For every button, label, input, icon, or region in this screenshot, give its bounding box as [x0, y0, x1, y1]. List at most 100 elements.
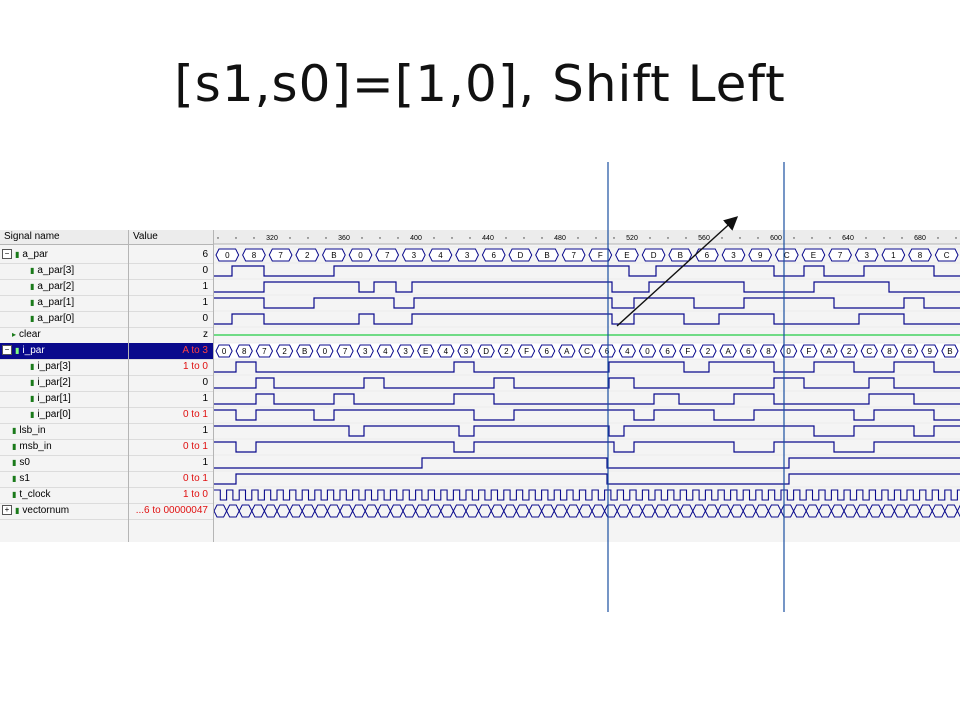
signal-row-s1[interactable]: ▮s1 — [0, 471, 128, 488]
a-par-bus-value: E — [811, 251, 816, 260]
a-par-bus-value: 7 — [385, 251, 390, 260]
signal-row-i_par-3[interactable]: ▮i_par[3] — [0, 359, 128, 376]
a-par-bus-value: B — [544, 251, 549, 260]
signal-name: i_par — [22, 345, 45, 356]
i-par-bus-segment — [255, 344, 274, 358]
signal-name: a_par[2] — [37, 281, 75, 292]
time-dot — [379, 237, 381, 239]
a-par-bus-segment — [561, 248, 586, 262]
i-par-bus-value: D — [483, 347, 489, 356]
signal-row-a_par-1[interactable]: ▮a_par[1] — [0, 295, 128, 312]
signal-icon: ▮ — [15, 250, 20, 259]
a-par-bus-segment — [934, 248, 959, 262]
signal-value-row: 1 — [129, 455, 213, 472]
i-par-bus-segment — [900, 344, 919, 358]
time-dot — [577, 237, 579, 239]
a-par-bus-segment — [215, 248, 240, 262]
signal-row-a_par-3[interactable]: ▮a_par[3] — [0, 263, 128, 280]
time-tick-label: 320 — [266, 235, 278, 242]
a-par-bus-segment — [615, 248, 639, 262]
value-header[interactable]: Value — [129, 230, 213, 245]
i-par-bus-segment — [517, 344, 536, 358]
collapse-icon[interactable]: − — [2, 249, 12, 260]
signal-row-msb_in[interactable]: ▮msb_in — [0, 439, 128, 456]
signal-row-vectornum[interactable]: +▮vectornum — [0, 503, 128, 520]
time-dot — [469, 237, 471, 239]
signal-name: i_par[1] — [37, 393, 71, 404]
signal-name: lsb_in — [19, 425, 46, 436]
collapse-icon[interactable]: − — [2, 345, 12, 356]
a-par-bus-segment — [295, 248, 320, 262]
waveform-divider[interactable] — [213, 230, 214, 542]
signal-row-a_par-2[interactable]: ▮a_par[2] — [0, 279, 128, 296]
a-par-bus-value: B — [678, 251, 683, 260]
i-par-1-wave — [214, 393, 960, 405]
a-par-bus-value: D — [518, 251, 524, 260]
signal-name: i_par[0] — [37, 409, 71, 420]
i-par-bus-value: 2 — [282, 347, 287, 356]
time-dot — [901, 237, 903, 239]
i-par-bus-segment — [296, 344, 314, 358]
a-par-bus-segment — [881, 248, 906, 262]
signal-value-row: 0 to 1 — [129, 439, 213, 456]
signal-value-row: 0 — [129, 263, 213, 280]
signal-value: ...6 to 00000047 — [135, 505, 208, 516]
time-tick-label: 480 — [554, 235, 566, 242]
signal-value: 0 to 1 — [182, 409, 208, 420]
signal-icon: ▮ — [15, 506, 20, 515]
i-par-bus-value: 2 — [504, 347, 509, 356]
time-dot — [451, 237, 453, 239]
time-dot — [739, 237, 741, 239]
i-par-bus-segment — [497, 344, 515, 358]
i-par-bus-segment — [739, 344, 757, 358]
signal-value-row: 0 — [129, 375, 213, 392]
i-par-bus-value: 6 — [746, 347, 751, 356]
i-par-bus-segment — [396, 344, 415, 358]
column-divider[interactable] — [128, 230, 129, 542]
signal-name: msb_in — [19, 441, 52, 452]
time-tick-label: 600 — [770, 235, 782, 242]
signal-name: i_par[3] — [37, 361, 71, 372]
signal-value-row: 1 — [129, 295, 213, 312]
slide-title: [s1,s0]=[1,0], Shift Left — [174, 55, 786, 113]
signal-icon: ▮ — [30, 314, 35, 323]
signal-row-a_par[interactable]: −▮a_par — [0, 247, 128, 264]
i-par-bus-value: 0 — [645, 347, 650, 356]
a-par-bus-value: F — [598, 251, 603, 260]
expand-icon[interactable]: + — [2, 505, 12, 516]
a-par-bus-segment — [375, 248, 400, 262]
i-par-bus-value: 4 — [383, 347, 388, 356]
signal-value-row: ...6 to 00000047 — [129, 503, 213, 520]
i-par-bus-segment — [598, 344, 616, 358]
signal-row-i_par-0[interactable]: ▮i_par[0] — [0, 407, 128, 424]
signal-row-t_clock[interactable]: ▮t_clock — [0, 487, 128, 504]
i-par-bus-segment — [880, 344, 899, 358]
i-par-bus-value: A — [725, 347, 731, 356]
i-par-bus-segment — [477, 344, 495, 358]
signal-name-header[interactable]: Signal name — [0, 230, 128, 245]
signal-row-lsb_in[interactable]: ▮lsb_in — [0, 423, 128, 440]
i-par-2-wave — [214, 377, 960, 389]
i-par-bus-segment — [376, 344, 395, 358]
signal-value: 1 to 0 — [182, 361, 208, 372]
signal-name: i_par[2] — [37, 377, 71, 388]
signal-row-i_par[interactable]: −▮i_par — [0, 343, 128, 360]
signal-row-s0[interactable]: ▮s0 — [0, 455, 128, 472]
signal-icon: ▮ — [30, 266, 35, 275]
signal-value: 1 — [202, 393, 208, 404]
signal-row-a_par-0[interactable]: ▮a_par[0] — [0, 311, 128, 328]
time-dot — [397, 237, 399, 239]
signal-value: A to 3 — [182, 345, 208, 356]
a-par-bus-value: 3 — [465, 251, 470, 260]
signal-icon: ▮ — [12, 426, 17, 435]
i-par-bus-value: F — [685, 347, 690, 356]
a-par-bus-segment — [641, 248, 666, 262]
signal-row-i_par-1[interactable]: ▮i_par[1] — [0, 391, 128, 408]
i-par-bus-segment — [800, 344, 818, 358]
signal-icon: ▮ — [12, 490, 17, 499]
signal-icon: ▮ — [15, 346, 20, 355]
signal-row-i_par-2[interactable]: ▮i_par[2] — [0, 375, 128, 392]
i-par-bus-value: 3 — [403, 347, 408, 356]
i-par-bus-segment — [659, 344, 677, 358]
